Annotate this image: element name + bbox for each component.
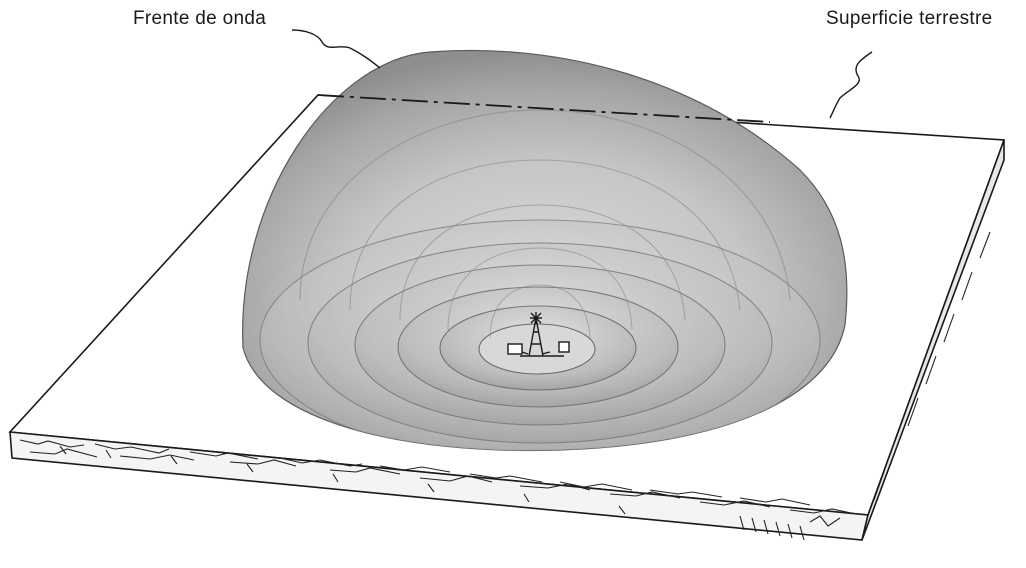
wavefront-label: Frente de onda (133, 8, 266, 30)
earth-surface-label: Superficie terrestre (826, 8, 993, 30)
wavefront-leader-line (292, 30, 380, 68)
earth-leader-line (830, 52, 872, 118)
